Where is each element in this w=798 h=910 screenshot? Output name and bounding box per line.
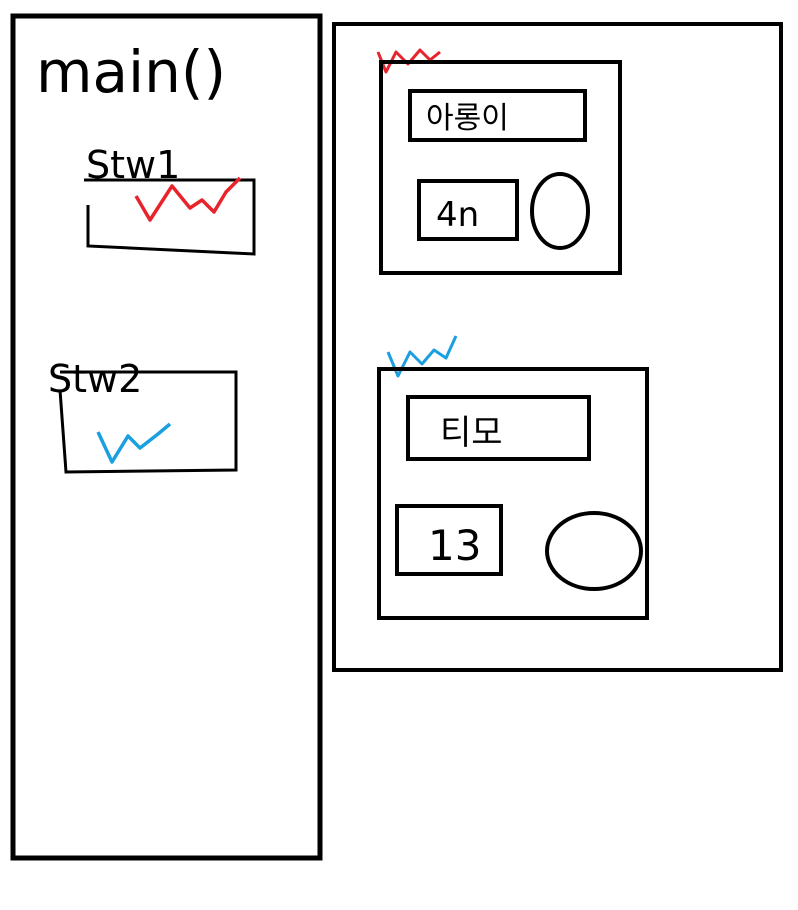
card2-circle-button[interactable] — [545, 511, 643, 591]
card1-value-text: 4n — [436, 195, 479, 235]
stw2-label: Stw2 — [48, 357, 142, 401]
card2-value-text: 13 — [428, 521, 481, 570]
stw2-box[interactable] — [58, 370, 238, 474]
card2-value-field[interactable] — [395, 504, 503, 576]
stw2-blue-marker — [96, 422, 172, 464]
card1-value-field[interactable] — [417, 179, 519, 241]
card1-circle-button[interactable] — [530, 172, 590, 250]
card1-name-text: 아롱이 — [426, 101, 509, 136]
right-panel — [332, 22, 783, 672]
card2 — [377, 367, 649, 620]
card2-name-text: 티모 — [440, 413, 503, 453]
card2-name-field[interactable] — [406, 395, 591, 461]
card1-name-field[interactable] — [408, 89, 587, 142]
stw1-box[interactable] — [84, 178, 256, 256]
left-panel — [10, 13, 323, 861]
stw1-red-marker — [134, 176, 242, 222]
card1 — [379, 60, 622, 275]
left-panel-title: main() — [36, 38, 226, 106]
card2-blue-marker — [386, 335, 458, 378]
